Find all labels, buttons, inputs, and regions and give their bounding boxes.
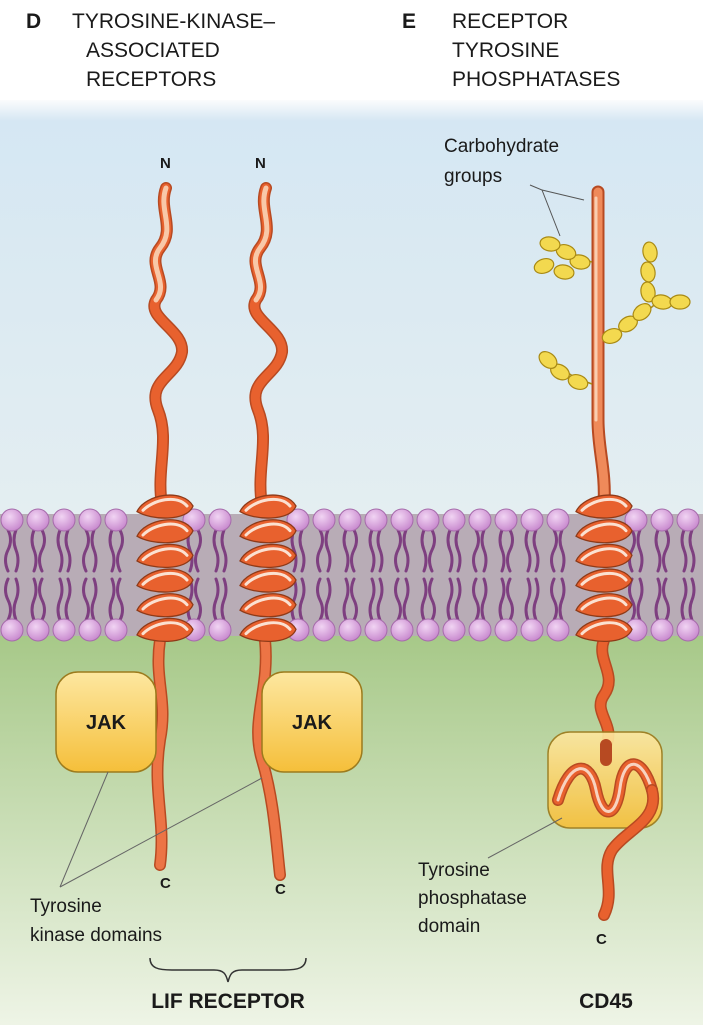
n-terminus-right: N xyxy=(255,155,266,172)
lipid-head xyxy=(469,509,491,531)
panel-e-title-line-1: RECEPTOR xyxy=(452,10,568,33)
lipid-head xyxy=(417,619,439,641)
lipid-head xyxy=(547,509,569,531)
lipid-head xyxy=(365,619,387,641)
c-terminus-cd45: C xyxy=(596,931,607,948)
lipid-head xyxy=(495,509,517,531)
cd45-name: CD45 xyxy=(579,990,633,1013)
lipid-head xyxy=(105,509,127,531)
lif-receptor-name: LIF RECEPTOR xyxy=(151,990,305,1013)
lipid-head xyxy=(521,509,543,531)
panel-e-title-line-3: PHOSPHATASES xyxy=(452,68,620,91)
lipid-head xyxy=(651,509,673,531)
kinase-label-line-2: kinase domains xyxy=(30,925,162,946)
jak-box-left: JAK xyxy=(56,672,156,772)
lipid-head xyxy=(495,619,517,641)
panel-d-letter: D xyxy=(26,10,41,33)
jak-box-right: JAK xyxy=(262,672,362,772)
lipid-head xyxy=(209,509,231,531)
lipid-head xyxy=(27,509,49,531)
lipid-head xyxy=(391,619,413,641)
lipid-head xyxy=(443,619,465,641)
lipid-head xyxy=(313,509,335,531)
lipid-head xyxy=(547,619,569,641)
lipid-head xyxy=(443,509,465,531)
panel-e-title-line-2: TYROSINE xyxy=(452,39,559,62)
lipid-head xyxy=(79,509,101,531)
panel-e-letter: E xyxy=(402,10,416,33)
lipid-head xyxy=(391,509,413,531)
carbohydrate-label-line-1: Carbohydrate xyxy=(444,136,559,157)
lipid-head xyxy=(651,619,673,641)
phosphatase-label-line-1: Tyrosine xyxy=(418,860,490,881)
lipid-head xyxy=(417,509,439,531)
lipid-head xyxy=(313,619,335,641)
lipid-head xyxy=(339,619,361,641)
lipid-head xyxy=(1,619,23,641)
lipid-head xyxy=(1,509,23,531)
lipid-head xyxy=(469,619,491,641)
lipid-head xyxy=(677,509,699,531)
phosphatase-label-line-3: domain xyxy=(418,916,480,937)
lipid-head xyxy=(677,619,699,641)
lipid-head xyxy=(521,619,543,641)
lipid-head xyxy=(365,509,387,531)
c-terminus-right: C xyxy=(275,881,286,898)
panel-d-title-line-2: ASSOCIATED xyxy=(86,39,220,62)
lipid-head xyxy=(27,619,49,641)
lipid-head xyxy=(339,509,361,531)
lipid-head xyxy=(79,619,101,641)
c-terminus-left: C xyxy=(160,875,171,892)
lipid-head xyxy=(53,619,75,641)
phosphatase-label-line-2: phosphatase xyxy=(418,888,527,909)
carbohydrate-label-line-2: groups xyxy=(444,166,502,187)
jak-label-left: JAK xyxy=(86,712,127,734)
panel-d-title-line-1: TYROSINE-KINASE– xyxy=(72,10,275,33)
panel-d-title-line-3: RECEPTORS xyxy=(86,68,216,91)
lipid-head xyxy=(53,509,75,531)
kinase-label-line-1: Tyrosine xyxy=(30,896,102,917)
lipid-head xyxy=(105,619,127,641)
jak-label-right: JAK xyxy=(292,712,333,734)
lipid-head xyxy=(209,619,231,641)
n-terminus-left: N xyxy=(160,155,171,172)
sugar-residue xyxy=(670,295,690,309)
